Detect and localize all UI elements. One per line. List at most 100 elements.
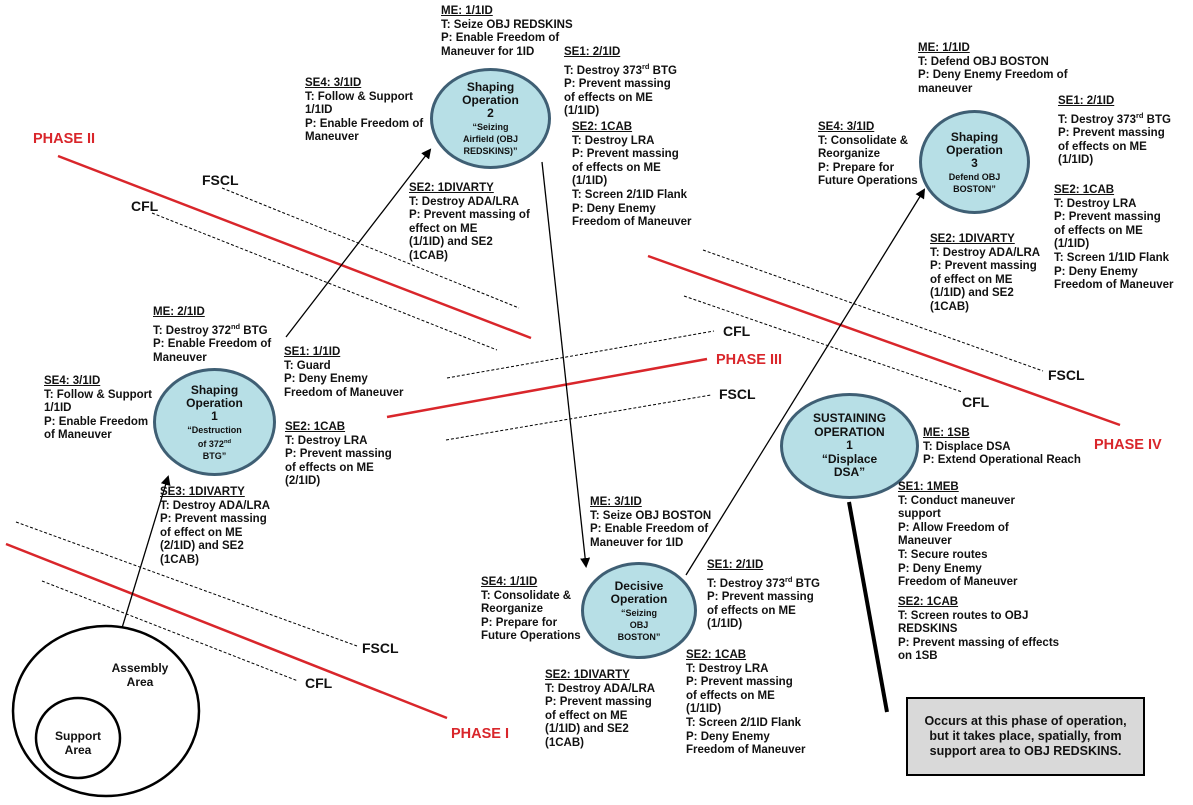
fscl-line-2 <box>221 187 520 309</box>
block-line: of effects on ME <box>686 689 775 702</box>
fscl-label-phase3: FSCL <box>719 386 756 402</box>
block-line: of Maneuver <box>44 429 112 442</box>
cfl-line-1 <box>41 580 299 682</box>
block-line: maneuver <box>918 82 973 95</box>
block-heading: SE4: 3/1ID <box>305 77 362 89</box>
block-heading: SE2: 1DIVARTY <box>545 669 630 681</box>
block-line: T: Destroy 372nd BTG <box>153 321 268 337</box>
block-heading: SE1: 2/1ID <box>707 559 764 571</box>
cfl-label-phase2: CFL <box>131 198 159 214</box>
decisive-subtitle-line-1: “Seizing <box>620 607 657 618</box>
block-heading: SE2: 1CAB <box>686 649 747 661</box>
block-heading: SE1: 1MEB <box>898 481 959 493</box>
block-heading: SE2: 1CAB <box>285 421 346 433</box>
fscl-line-3 <box>445 394 712 441</box>
block-line: P: Deny Enemy <box>572 202 656 215</box>
block-line: Freedom of Maneuver <box>284 386 404 399</box>
fscl-label-phase4: FSCL <box>1048 367 1085 383</box>
block-line: P: Enable Freedom <box>44 415 149 428</box>
block-line: P: Enable Freedom of <box>305 117 424 130</box>
block-line: (1/1ID) and SE2 <box>409 236 493 249</box>
block-line: of effect on ME <box>930 273 1013 286</box>
block-line: P: Prevent massing <box>686 676 793 689</box>
shaping1-title-line-2: Operation <box>186 395 243 410</box>
block-line: T: Consolidate & <box>818 134 909 147</box>
block-line: P: Allow Freedom of <box>898 521 1009 534</box>
support-area-circle <box>34 696 122 780</box>
block-heading: SE2: 1CAB <box>1054 184 1115 196</box>
cfl-label-phase1: CFL <box>305 675 333 691</box>
block-line: T: Defend OBJ BOSTON <box>918 55 1049 68</box>
block-line: T: Seize OBJ REDSKINS <box>441 18 573 31</box>
block-line: T: Destroy LRA <box>686 662 769 675</box>
block-line: P: Prevent massing <box>1054 211 1161 224</box>
block-line: (1CAB) <box>545 736 584 749</box>
block-heading: ME: 1/1ID <box>918 42 970 54</box>
block-line: P: Prepare for <box>818 161 895 174</box>
phase-4-label: PHASE IV <box>1094 437 1162 453</box>
block-line: P: Prevent massing of effects <box>898 636 1060 649</box>
fscl-line-1 <box>15 521 358 647</box>
phase-line-1 <box>5 542 448 720</box>
fscl-line-4 <box>702 249 1044 372</box>
block-line: effect on ME <box>409 222 478 235</box>
phase-2-label: PHASE II <box>33 131 96 147</box>
block-line: P: Extend Operational Reach <box>923 454 1081 467</box>
block-line: T: Screen 2/1ID Flank <box>686 716 802 729</box>
decisive-subtitle-line-3: BOSTON” <box>617 631 661 642</box>
sustaining-title-line-1: SUSTAINING <box>812 411 887 426</box>
shaping-operation-3: Shaping Operation 3 Defend OBJ BOSTON” <box>919 110 1030 214</box>
block-line: T: Destroy ADA/LRA <box>545 682 656 695</box>
sustaining-title-line-5: DSA” <box>833 465 866 480</box>
block-line: P: Deny Enemy <box>1054 265 1138 278</box>
block-line: P: Prevent massing <box>1058 127 1165 140</box>
block-heading: SE4: 3/1ID <box>44 375 101 387</box>
block-line: (1CAB) <box>160 553 199 566</box>
block-line: P: Prevent massing of <box>409 209 530 222</box>
phase-line-2 <box>57 154 532 340</box>
block-heading: ME: 1/1ID <box>441 5 493 17</box>
block-line: P: Prepare for <box>481 616 558 629</box>
block-line: T: Destroy ADA/LRA <box>930 246 1041 259</box>
block-line: (2/1ID) and SE2 <box>160 540 244 553</box>
shaping2-subtitle-line-2: Airfield (OBJ <box>462 134 518 144</box>
block-line: of effect on ME <box>160 526 243 539</box>
block-line: Reorganize <box>818 148 880 161</box>
block-line: T: Destroy 373rd BTG <box>1058 110 1171 126</box>
block-line: P: Prevent massing <box>545 696 652 709</box>
block-line: (1/1ID) <box>564 105 600 118</box>
block-line: Maneuver <box>305 131 359 144</box>
block-line: P: Deny Enemy <box>686 730 770 743</box>
block-line: Maneuver <box>153 351 207 364</box>
block-line: Maneuver <box>898 535 952 548</box>
block-line: (1/1ID) <box>572 175 608 188</box>
block-line: of effects on ME <box>1054 224 1143 237</box>
block-line: P: Prevent massing <box>285 448 392 461</box>
block-heading: SE2: 1CAB <box>898 596 959 608</box>
block-line: T: Displace DSA <box>923 440 1011 453</box>
phase-line-3 <box>386 357 708 419</box>
block-line: P: Prevent massing <box>564 78 671 91</box>
cfl-line-2 <box>151 212 498 351</box>
shaping3-title-line-1: Shaping <box>950 129 999 144</box>
block-line: P: Prevent massing <box>160 513 267 526</box>
block-line: T: Secure routes <box>898 548 988 561</box>
block-line: Future Operations <box>818 175 918 188</box>
shaping3-subtitle-line-1: Defend OBJ <box>948 171 1001 182</box>
block-heading: ME: 2/1ID <box>153 306 205 318</box>
shaping1-subtitle-line-2: of 372nd <box>197 438 232 449</box>
fscl-label-phase2: FSCL <box>202 172 239 188</box>
block-heading: SE3: 1DIVARTY <box>160 486 245 498</box>
shaping-operation-1: Shaping Operation 1 “Destruction of 372n… <box>153 368 276 476</box>
block-line: P: Enable Freedom of <box>590 523 709 536</box>
